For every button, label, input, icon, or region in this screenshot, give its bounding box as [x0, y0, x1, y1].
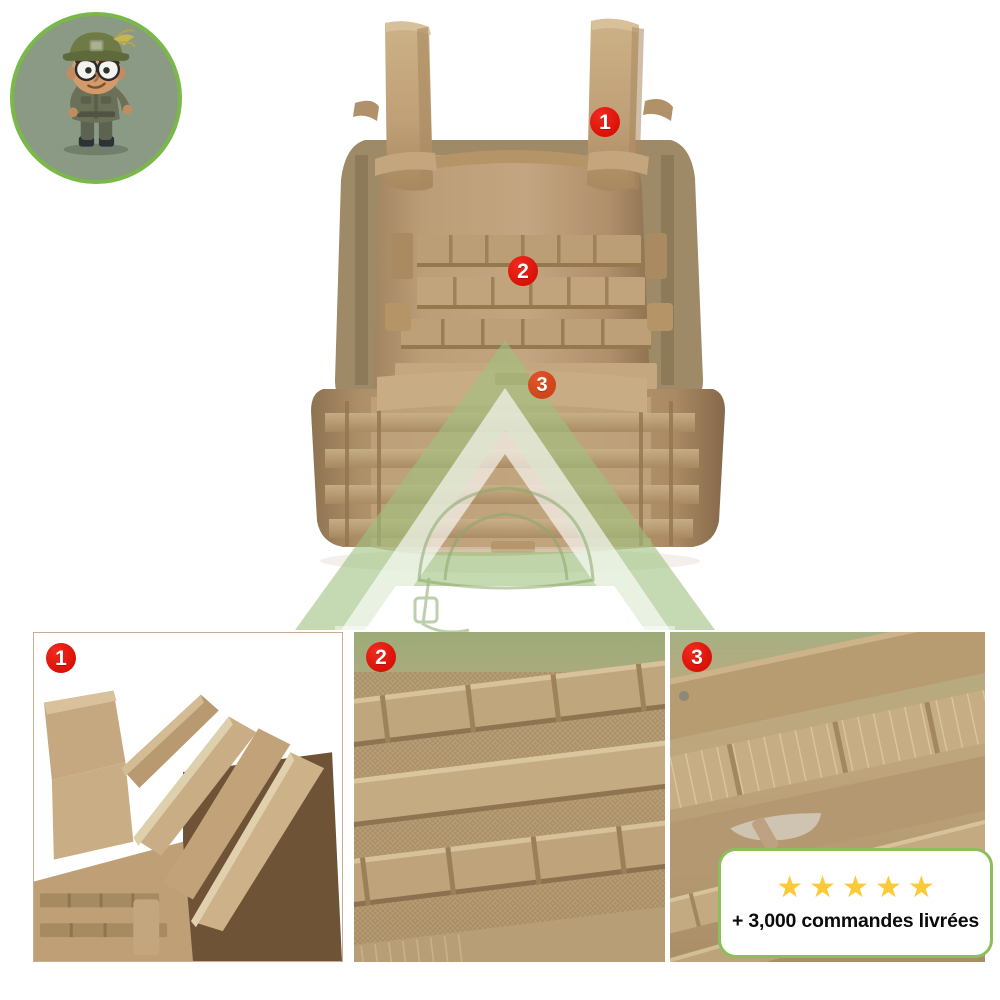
trust-badge-text: + 3,000 commandes livrées: [731, 909, 980, 932]
detail-panel-1-marker: 1: [46, 643, 76, 673]
detail-panel-2-marker: 2: [366, 642, 396, 672]
brand-logo-badge: [10, 12, 182, 184]
star-icon-2: ★: [809, 870, 837, 904]
detail-panel-1: 1: [33, 632, 343, 962]
hero-callout-marker-1: 1: [590, 107, 620, 137]
detail-panel-2: 2: [354, 632, 665, 962]
shoulder-straps-detail-icon: [34, 633, 342, 961]
star-icon-5: ★: [907, 870, 935, 904]
soldier-mascot-icon: [14, 16, 178, 180]
star-icon-4: ★: [874, 870, 902, 904]
molle-webbing-detail-icon: [354, 632, 665, 962]
star-icon-1: ★: [776, 870, 804, 904]
rating-stars: ★ ★ ★ ★ ★: [776, 870, 935, 904]
hero-callout-marker-3: 3: [528, 371, 556, 399]
hero-callout-marker-2: 2: [508, 256, 538, 286]
star-icon-3: ★: [842, 870, 869, 904]
trust-badge: ★ ★ ★ ★ ★ + 3,000 commandes livrées: [718, 848, 993, 958]
tactical-plate-carrier-vest-icon: [195, 5, 825, 620]
detail-panel-3-marker: 3: [682, 642, 712, 672]
hero-product-image: [195, 5, 825, 620]
